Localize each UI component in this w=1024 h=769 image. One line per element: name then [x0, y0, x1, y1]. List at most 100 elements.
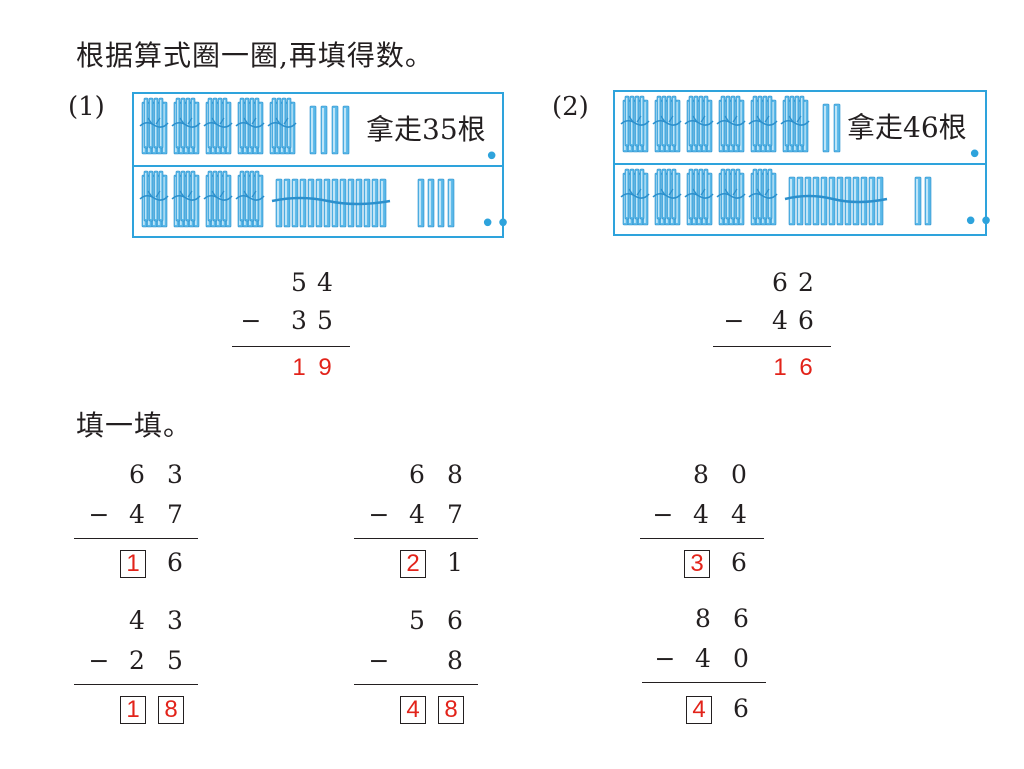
- vertical-subtraction-2: 6 2 − 4 6 1 6: [713, 268, 843, 388]
- sticks-illustration: [139, 170, 455, 228]
- instruction-heading: 根据算式圈一圈,再填得数。: [76, 39, 434, 72]
- stick-bundle-icon: [748, 95, 778, 153]
- stick-bundle-icon: [267, 97, 297, 155]
- answer-box[interactable]: 8: [158, 696, 184, 724]
- problem-label-1: (1): [68, 92, 105, 122]
- digit: 8: [695, 604, 711, 633]
- minus-sign: −: [88, 646, 110, 675]
- digit: 6: [129, 460, 145, 489]
- remaining-sticks: [417, 178, 455, 228]
- result-line: [642, 682, 766, 683]
- sticks-row-original: 拿走35根 •: [134, 94, 502, 170]
- digit: 6: [798, 306, 814, 335]
- minus-sign: −: [654, 644, 676, 673]
- answer-box[interactable]: 1: [120, 550, 146, 578]
- stick-bundle-icon: [171, 97, 201, 155]
- minus-sign: −: [652, 500, 674, 529]
- single-sticks: [309, 105, 350, 155]
- sticks-row-split: ••: [134, 165, 511, 237]
- digit: 6: [733, 694, 749, 723]
- digit: 0: [731, 460, 747, 489]
- digit: 7: [167, 500, 183, 529]
- digit: 6: [772, 268, 788, 297]
- result-line: [640, 538, 764, 539]
- stick-bundle-icon: [684, 95, 714, 153]
- digit: 7: [447, 500, 463, 529]
- sticks-row-split: ••: [615, 163, 994, 235]
- digit: 5: [291, 268, 307, 297]
- stick-bundle-icon: [235, 170, 265, 228]
- result-line: [354, 684, 478, 685]
- sticks-illustration: [139, 97, 350, 155]
- digit: 8: [447, 460, 463, 489]
- answer-box[interactable]: 3: [684, 550, 710, 578]
- digit: 4: [693, 500, 709, 529]
- stick-bundle-icon: [139, 97, 169, 155]
- answer-box[interactable]: 4: [400, 696, 426, 724]
- stick-bundle-icon: [716, 168, 746, 226]
- digit: 4: [772, 306, 788, 335]
- digit: 5: [409, 606, 425, 635]
- single-sticks: [822, 103, 841, 153]
- digit: 6: [409, 460, 425, 489]
- stick-bundle-icon: [203, 170, 233, 228]
- result-line: [232, 346, 350, 347]
- digit: 4: [129, 500, 145, 529]
- digit: 1: [447, 548, 463, 577]
- digit: 2: [798, 268, 814, 297]
- take-away-label: 拿走46根: [847, 111, 967, 144]
- digit: 4: [695, 644, 711, 673]
- stick-bundle-icon: [748, 168, 778, 226]
- fill-in-heading: 填一填。: [76, 409, 193, 442]
- mark-dot: •: [484, 142, 500, 172]
- sticks-row-original: 拿走46根 •: [615, 92, 985, 168]
- answer-box[interactable]: 2: [400, 550, 426, 578]
- minus-sign: −: [723, 306, 745, 335]
- mark-dot: •: [967, 140, 983, 170]
- stick-bundle-icon: [684, 168, 714, 226]
- digit: 8: [447, 646, 463, 675]
- answer-box[interactable]: 1: [120, 696, 146, 724]
- answer-digit: 1: [773, 354, 787, 381]
- digit: 4: [731, 500, 747, 529]
- digit: 6: [733, 604, 749, 633]
- result-line: [74, 684, 198, 685]
- stick-bundle-icon: [620, 95, 650, 153]
- stick-bundle-icon: [203, 97, 233, 155]
- stick-bundle-icon: [652, 168, 682, 226]
- answer-digit: 1: [292, 354, 306, 381]
- result-line: [354, 538, 478, 539]
- digit: 3: [291, 306, 307, 335]
- result-line: [713, 346, 831, 347]
- minus-sign: −: [240, 306, 262, 335]
- minus-sign: −: [88, 500, 110, 529]
- stick-bundle-icon: [139, 170, 169, 228]
- digit: 3: [167, 460, 183, 489]
- vertical-subtraction-1: 5 4 − 3 5 1 9: [232, 268, 362, 388]
- digit: 5: [167, 646, 183, 675]
- digit: 5: [317, 306, 333, 335]
- digit: 2: [129, 646, 145, 675]
- digit: 6: [447, 606, 463, 635]
- minus-sign: −: [368, 500, 390, 529]
- digit: 4: [409, 500, 425, 529]
- mark-dots: ••: [480, 209, 511, 239]
- answer-box[interactable]: 8: [438, 696, 464, 724]
- take-away-label: 拿走35根: [366, 113, 486, 146]
- digit: 3: [167, 606, 183, 635]
- result-line: [74, 538, 198, 539]
- answer-box[interactable]: 4: [686, 696, 712, 724]
- stick-bundle-icon: [171, 170, 201, 228]
- digit: 8: [693, 460, 709, 489]
- mark-dots: ••: [963, 207, 994, 237]
- answer-digit: 6: [799, 354, 813, 381]
- digit: 4: [317, 268, 333, 297]
- sticks-illustration: [620, 95, 841, 153]
- answer-digit: 9: [318, 354, 332, 381]
